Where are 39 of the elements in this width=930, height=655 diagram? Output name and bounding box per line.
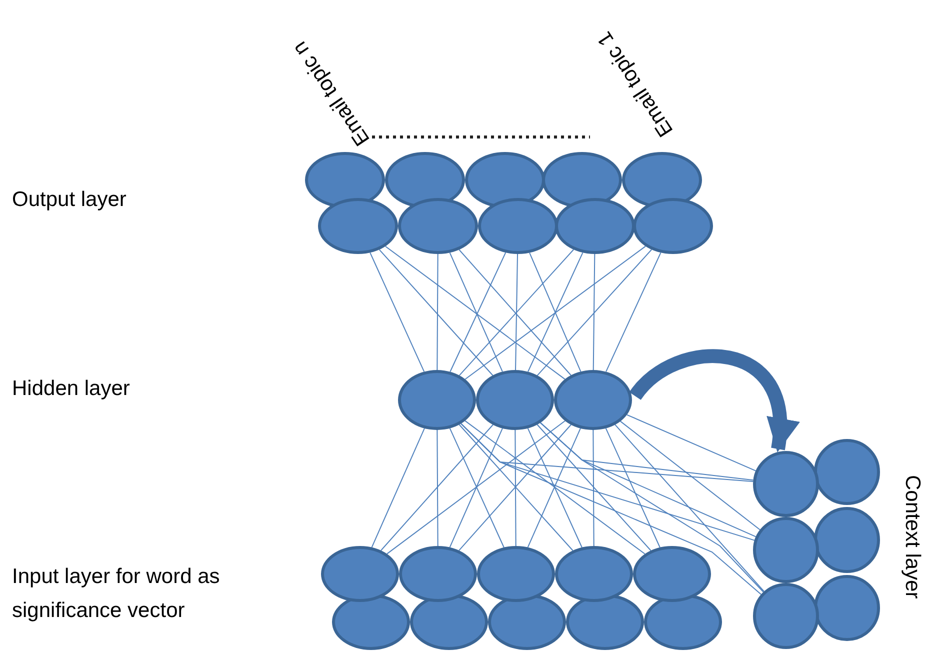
neuron-circle [753, 583, 819, 649]
connection-line [606, 252, 662, 372]
connection-line [386, 420, 566, 554]
neuron-circle [398, 370, 476, 430]
connection-line [380, 424, 494, 551]
neuron-circle [633, 546, 711, 602]
connection-line [371, 428, 425, 548]
layer-label: Hidden layer [12, 376, 130, 402]
connection-line [436, 430, 438, 546]
neuron-circle [554, 370, 632, 430]
connection-line [436, 254, 438, 370]
connection-line [614, 424, 764, 592]
connection-line [515, 254, 518, 370]
connection-line [620, 420, 760, 530]
connection-line [384, 246, 566, 380]
neuron-circle [476, 370, 554, 430]
connection-line [626, 414, 756, 472]
connection-line [592, 254, 596, 370]
neuron-circle [398, 198, 478, 254]
connection-line [464, 420, 646, 554]
connection-line [536, 249, 652, 376]
neuron-circle [318, 198, 398, 254]
layer-label: Input layer for word as significance vector [12, 564, 221, 624]
layer-label: Context layer [900, 475, 925, 599]
neuron-circle [633, 198, 713, 254]
connection-line [460, 423, 762, 595]
connection-line [378, 249, 494, 376]
connection-line [592, 430, 594, 546]
connection-line [464, 246, 646, 380]
curved-arrow [630, 349, 798, 452]
neuron-circle [555, 198, 635, 254]
connection-line [540, 422, 764, 592]
neuron-circle [753, 517, 819, 583]
connection-line [536, 424, 652, 551]
layer-label: Output layer [12, 187, 126, 213]
connection-line [605, 428, 660, 548]
connection-line [514, 430, 516, 546]
neuron-circle [478, 198, 558, 254]
connection-line [370, 252, 425, 372]
